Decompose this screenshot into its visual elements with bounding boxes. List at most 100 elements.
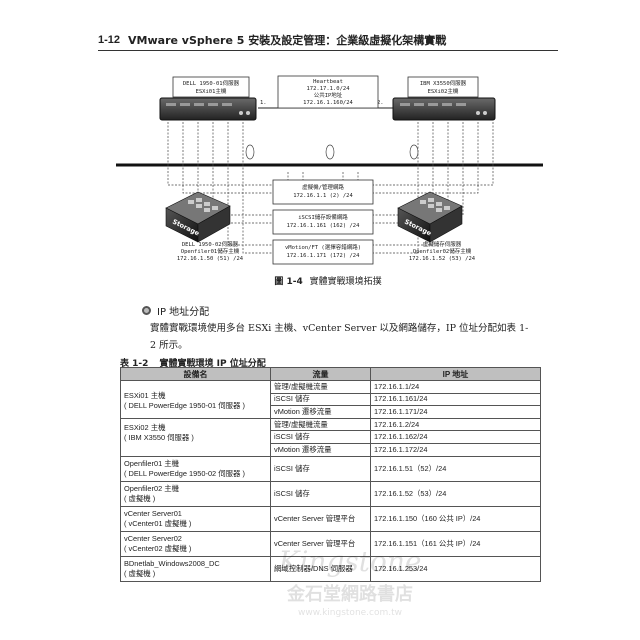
storage1-label-line2: Openfiler01儲存主機 <box>181 247 240 255</box>
traffic-cell: vMotion 遷移流量 <box>270 442 371 457</box>
server1-label-box <box>172 76 250 98</box>
network-box-iscsi-line2: 172.16.1.161 (162) /24 <box>287 223 361 229</box>
device-cell: vCenter Server02 ( vCenter02 虛擬機 ) <box>120 530 271 557</box>
network-box-vmotion-line2: 172.16.1.171 (172) /24 <box>287 253 361 259</box>
storage1-label-line3: 172.16.1.50 (51) /24 <box>177 256 244 262</box>
device-desc: ( vCenter01 虛擬機 ) <box>124 518 192 528</box>
cable-bundle-loop <box>325 144 335 160</box>
device-name: BDnetlab_Windows2008_DC <box>124 558 220 568</box>
storage2-icon: Storage <box>397 191 463 243</box>
device-name: vCenter Server02 <box>124 533 182 543</box>
table-header-row: 設備名 流量 IP 地址 <box>120 367 541 381</box>
cable <box>373 122 464 216</box>
traffic-cell: vCenter Server 管理平台 <box>270 505 371 532</box>
server1-label-line1: DELL 1950-01伺服器 <box>183 79 240 87</box>
table-row: iSCSI 儲存 172.16.1.161/24 <box>121 392 541 407</box>
header-traffic: 流量 <box>270 367 371 381</box>
storage2-label-line1: 虛擬儲存伺服器 <box>423 240 462 248</box>
traffic-cell: vMotion 遷移流量 <box>270 405 371 419</box>
device-desc: ( 虛擬機 ) <box>124 568 156 578</box>
device-desc: ( IBM X3550 伺服器 ) <box>124 432 194 442</box>
cable <box>167 122 273 186</box>
ip-cell: 172.16.1.161/24 <box>370 392 541 407</box>
ip-cell: 172.16.1.1/24 <box>370 380 541 394</box>
body-paragraph: 實體實戰環境使用多台 ESXi 主機、vCenter Server 以及網路儲存… <box>150 323 529 351</box>
cable <box>227 122 273 246</box>
device-desc: ( vCenter02 虛擬機 ) <box>124 543 192 553</box>
table-row: vCenter Server01 ( vCenter01 虛擬機 ) vCent… <box>120 505 541 532</box>
page-title: VMware vSphere 5 安裝及設定管理：企業級虛擬化架構實戰 <box>128 34 447 47</box>
server2-icon <box>392 97 496 121</box>
table-number: 表 1-2 <box>120 359 149 369</box>
bullet-icon <box>142 306 151 315</box>
table-row: vMotion 遷移流量 172.16.1.171/24 <box>121 405 541 419</box>
storage1-label-line1: DELL 1950-02伺服器 <box>182 240 239 248</box>
traffic-cell: 管理/虛擬機流量 <box>270 417 371 432</box>
table-row: vCenter Server02 ( vCenter02 虛擬機 ) vCent… <box>120 530 541 557</box>
table-row: BDnetlab_Windows2008_DC ( 虛擬機 ) 網域控制器/DN… <box>120 555 541 582</box>
ip-cell: 172.16.1.2/24 <box>370 417 541 432</box>
device-name: ESXi01 主機 <box>124 391 166 400</box>
ip-cell: 172.16.1.253/24 <box>370 555 541 582</box>
network-box-vmotion <box>272 239 374 265</box>
cable <box>212 122 273 224</box>
table-caption-text: 實體實戰環境 IP 位址分配 <box>159 359 266 369</box>
heartbeat-marker-right: 2. <box>377 100 384 106</box>
ip-cell: 172.16.1.52（53）/24 <box>370 480 541 507</box>
device-cell: ESXi01 主機 ( DELL PowerEdge 1950-01 伺服器 ) <box>120 380 271 419</box>
table-row: ESXi01 主機 ( DELL PowerEdge 1950-01 伺服器 )… <box>120 380 541 419</box>
traffic-cell: iSCSI 儲存 <box>270 392 371 407</box>
traffic-cell: iSCSI 儲存 <box>270 480 371 507</box>
network-box-vmotion-line1: vMotion/FT (選擇容錯網路) <box>285 243 361 251</box>
ip-cell: 172.16.1.51（52）/24 <box>370 455 541 482</box>
heartbeat-label-line1: Heartbeat <box>313 79 343 85</box>
section-heading: IP 地址分配 <box>142 303 209 318</box>
traffic-cell: iSCSI 儲存 <box>270 430 371 444</box>
table-caption: 表 1-2 實體實戰環境 IP 位址分配 <box>120 356 266 369</box>
page-number: 1-12 <box>98 34 121 46</box>
device-name: Openfiler02 主機 <box>124 483 180 493</box>
server2-label-line2: ESXi02主機 <box>428 87 459 95</box>
device-desc: ( 虛擬機 ) <box>124 493 156 503</box>
header-ip: IP 地址 <box>370 367 541 381</box>
watermark-line3: www.kingstone.com.tw <box>297 608 403 618</box>
ip-cell: 172.16.1.150（160 公共 IP）/24 <box>370 505 541 532</box>
heartbeat-label-line4: 172.16.1.160/24 <box>303 100 353 106</box>
table-row: Openfiler02 主機 ( 虛擬機 ) iSCSI 儲存 172.16.1… <box>120 480 541 507</box>
device-cell: ESXi02 主機 ( IBM X3550 伺服器 ) <box>120 417 271 457</box>
page-header: 1-12 VMware vSphere 5 安裝及設定管理：企業級虛擬化架構實戰 <box>98 29 558 51</box>
cable <box>373 122 434 246</box>
cable-bundle-loop <box>409 144 419 160</box>
server2-label-box <box>407 76 479 98</box>
cable <box>242 122 273 254</box>
storage2-label-line3: 172.16.1.52 (53) /24 <box>409 256 476 262</box>
table-row: ESXi02 主機 ( IBM X3550 伺服器 ) 管理/虛擬機流量 172… <box>120 417 541 457</box>
table-row: Openfiler01 主機 ( DELL PowerEdge 1950-02 … <box>120 455 541 482</box>
traffic-cell: vCenter Server 管理平台 <box>270 530 371 557</box>
network-box-management-line1: 虛擬機/管理網路 <box>302 183 344 191</box>
figure-caption-text: 實體實戰環境拓撲 <box>309 277 382 287</box>
header-device: 設備名 <box>120 367 271 381</box>
ip-cell: 172.16.1.151（161 公共 IP）/24 <box>370 530 541 557</box>
network-box-iscsi <box>272 209 374 235</box>
device-name: Openfiler01 主機 <box>124 458 180 468</box>
network-topology-diagram: 1. 2. DELL 1950-01伺服器 ESXi01主機 Heartbeat… <box>116 75 543 265</box>
header-rule <box>98 50 558 51</box>
server1-label-line2: ESXi01主機 <box>196 87 227 95</box>
heartbeat-label-line3: 公共IP地址 <box>314 91 343 99</box>
heartbeat-label-line2: 172.17.1.0/24 <box>306 86 350 92</box>
heartbeat-label-box <box>277 75 379 109</box>
storage1-icon: Storage <box>165 191 231 243</box>
device-name: ESXi02 主機 <box>124 422 166 432</box>
ip-cell: 172.16.1.171/24 <box>370 405 541 419</box>
traffic-cell: 管理/虛擬機流量 <box>270 380 371 394</box>
cable <box>373 122 419 254</box>
cable <box>373 122 479 194</box>
network-box-management-line2: 172.16.1.1 (2) /24 <box>293 193 353 199</box>
device-name: vCenter Server01 <box>124 508 182 518</box>
storage2-label-line2: Openfiler02儲存主機 <box>413 247 472 255</box>
figure-number: 圖 1-4 <box>274 277 303 287</box>
server2-label-line1: IBM X3550伺服器 <box>420 79 467 87</box>
cable-bundle-loop <box>245 144 255 160</box>
ip-allocation-table: 設備名 流量 IP 地址 ESXi01 主機 ( DELL PowerEdge … <box>120 367 541 582</box>
